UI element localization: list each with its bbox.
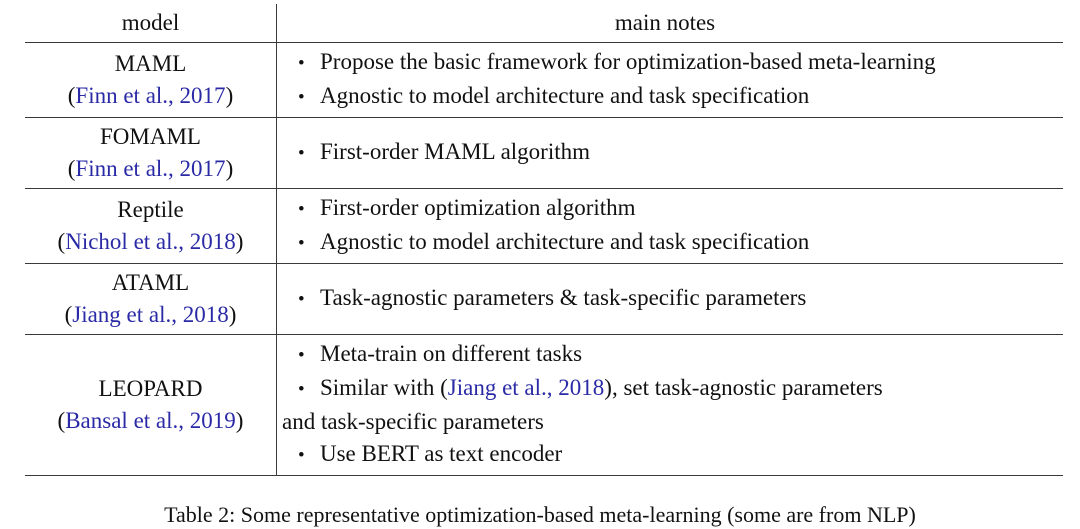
table-row-leopard: LEOPARD (Bansal et al., 2019) • Meta-trai… — [25, 335, 1063, 476]
citation: (Nichol et al., 2018) — [58, 226, 244, 258]
model-cell: Reptile (Nichol et al., 2018) — [25, 189, 277, 263]
bullet-icon: • — [298, 289, 305, 310]
bullet-icon: • — [298, 345, 305, 366]
citation-paren-open: ( — [67, 83, 76, 108]
model-name: FOMAML — [100, 124, 201, 149]
table-row-fomaml: FOMAML (Finn et al., 2017) • First-order … — [25, 118, 1063, 189]
bullet-icon: • — [298, 53, 305, 74]
table-caption: Table 2: Some representative optimizatio… — [164, 502, 916, 527]
citation-paren-open: ( — [57, 408, 66, 433]
column-header-model: model — [25, 4, 277, 42]
table-row-reptile: Reptile (Nichol et al., 2018) • First-ord… — [25, 189, 1063, 264]
note-text: Task-agnostic parameters & task-specific… — [320, 285, 807, 310]
note-text: Similar with (Jiang et al., 2018), set t… — [320, 372, 883, 404]
table-row-maml: MAML (Finn et al., 2017) • Propose the ba… — [25, 43, 1063, 118]
note-item: • Agnostic to model architecture and task… — [277, 226, 1053, 260]
citation-paren-close: ) — [225, 156, 234, 181]
notes-cell: • First-order optimization algorithm • Agn… — [277, 189, 1063, 263]
citation-paren-close: ) — [225, 83, 234, 108]
note-item: • Similar with (Jiang et al., 2018), set … — [277, 372, 1053, 406]
column-header-main-notes: main notes — [614, 10, 716, 35]
note-text: Use BERT as text encoder — [320, 441, 563, 466]
citation-paren-close: ) — [235, 408, 244, 433]
bullet-icon: • — [298, 199, 305, 220]
model-cell: LEOPARD (Bansal et al., 2019) — [25, 335, 277, 475]
citation: (Finn et al., 2017) — [68, 153, 233, 185]
citation-link[interactable]: Bansal et al., 2019 — [65, 408, 236, 433]
citation: (Bansal et al., 2019) — [58, 405, 244, 437]
table-header-row: model main notes — [25, 4, 1063, 43]
citation-paren-close: ) — [228, 302, 237, 327]
model-name: ATAML — [111, 270, 190, 295]
note-item: • Agnostic to model architecture and task… — [277, 80, 1053, 114]
note-item: • First-order optimization algorithm — [277, 192, 1053, 226]
note-item: • Task-agnostic parameters & task-specifi… — [277, 282, 1053, 316]
bullet-icon: • — [298, 379, 305, 400]
bullet-icon: • — [298, 445, 305, 466]
notes-cell: • Task-agnostic parameters & task-specifi… — [277, 264, 1063, 334]
note-text: Agnostic to model architecture and task … — [320, 229, 810, 254]
model-name: LEOPARD — [98, 376, 203, 401]
citation-paren-open: ( — [64, 302, 73, 327]
paper-page: model main notes MAML (Finn et al., 2017… — [25, 4, 1063, 527]
note-item: • First-order MAML algorithm — [277, 136, 1053, 170]
citation-link[interactable]: Jiang et al., 2018 — [72, 302, 229, 327]
note-text: Meta-train on different tasks — [320, 341, 583, 366]
note-continuation-line: and task-specific parameters — [282, 409, 544, 434]
note-text: First-order MAML algorithm — [320, 139, 591, 164]
model-name: MAML — [114, 51, 187, 76]
note-text: Agnostic to model architecture and task … — [320, 83, 810, 108]
model-cell: FOMAML (Finn et al., 2017) — [25, 118, 277, 188]
notes-cell: • Meta-train on different tasks • Similar … — [277, 335, 1063, 475]
citation-paren-open: ( — [57, 229, 66, 254]
bullet-icon: • — [298, 233, 305, 254]
note-text-after: ), set task-agnostic parameters — [604, 375, 883, 400]
bullet-icon: • — [298, 143, 305, 164]
citation-link[interactable]: Finn et al., 2017 — [75, 83, 226, 108]
citation-paren-open: ( — [67, 156, 76, 181]
note-text: Propose the basic framework for optimiza… — [320, 49, 936, 74]
citation-link[interactable]: Nichol et al., 2018 — [65, 229, 236, 254]
citation-paren-close: ) — [235, 229, 244, 254]
citation: (Jiang et al., 2018) — [65, 299, 237, 331]
citation-link[interactable]: Finn et al., 2017 — [75, 156, 226, 181]
note-text: First-order optimization algorithm — [320, 195, 636, 220]
note-item: • Propose the basic framework for optimiz… — [277, 46, 1053, 80]
note-item: • Meta-train on different tasks — [277, 338, 1053, 372]
meta-learning-table: model main notes MAML (Finn et al., 2017… — [25, 4, 1063, 476]
notes-cell: • First-order MAML algorithm — [277, 118, 1063, 188]
note-item: • Use BERT as text encoder — [277, 438, 1053, 472]
bullet-icon: • — [298, 87, 305, 108]
citation: (Finn et al., 2017) — [68, 80, 233, 112]
model-cell: MAML (Finn et al., 2017) — [25, 43, 277, 117]
model-name: Reptile — [117, 197, 184, 222]
notes-cell: • Propose the basic framework for optimiz… — [277, 43, 1063, 117]
note-text-before: Similar with ( — [320, 375, 448, 400]
inline-citation-link[interactable]: Jiang et al., 2018 — [447, 375, 605, 400]
table-row-ataml: ATAML (Jiang et al., 2018) • Task-agnosti… — [25, 264, 1063, 335]
model-cell: ATAML (Jiang et al., 2018) — [25, 264, 277, 334]
